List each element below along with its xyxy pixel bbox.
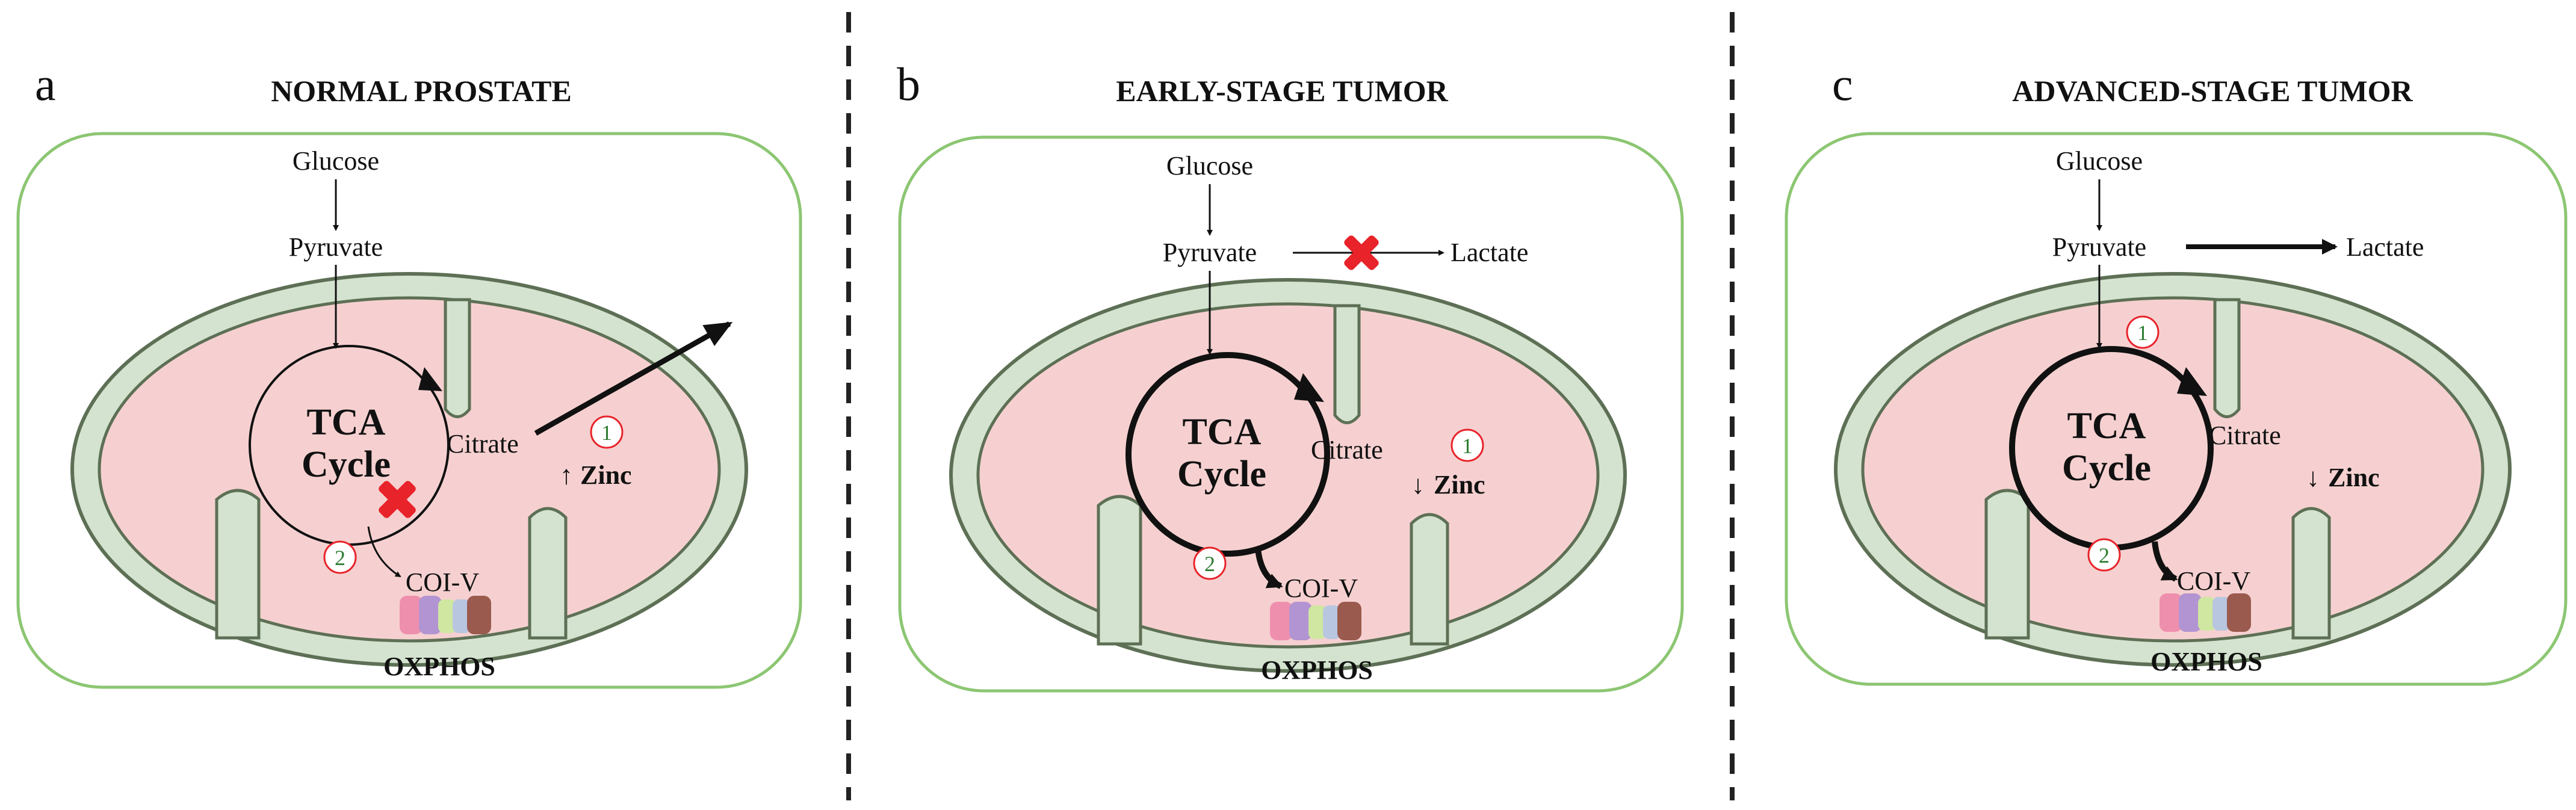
- pyruvate-label: Pyruvate: [289, 232, 383, 262]
- tca-to-coi-arrow: [367, 526, 401, 578]
- coi-label: COI-V: [1284, 573, 1358, 603]
- oxphos-complex: [1270, 602, 1361, 640]
- panel-letter: b: [897, 58, 920, 110]
- marker-2-number: 2: [2099, 543, 2110, 567]
- tca-label: TCA: [307, 402, 386, 443]
- marker-2: [2087, 538, 2121, 572]
- glucose-label: Glucose: [1166, 151, 1253, 181]
- cell-membrane: [1785, 132, 2568, 686]
- zinc-label: Zinc: [1434, 470, 1485, 499]
- oxphos-complex: [2160, 593, 2251, 632]
- tca-to-coi-arrow: [2152, 541, 2178, 582]
- mitochondrion: [1834, 272, 2512, 667]
- glucose-label: Glucose: [293, 146, 379, 176]
- panel-letter: a: [35, 58, 56, 110]
- citrate-export-arrow: [534, 321, 733, 436]
- oxphos-label: OXPHOS: [1261, 655, 1373, 685]
- tca-arrowhead-icon: [1294, 373, 1324, 402]
- tca-cycle: [1125, 352, 1330, 557]
- coi-label: COI-V: [406, 567, 479, 597]
- oxphos-label: OXPHOS: [2150, 647, 2262, 676]
- panel-b: b EARLY-STAGE TUMOR Glucose Pyruvate Lac…: [897, 58, 1684, 693]
- tca-arrowhead-icon: [418, 367, 442, 391]
- marker-1: [2126, 315, 2160, 349]
- marker-2: [323, 540, 357, 574]
- lactate-label: Lactate: [1451, 238, 1528, 267]
- mitochondrion: [949, 278, 1627, 673]
- panel-a: a NORMAL PROSTATE Glucose Pyruvate TCA C…: [16, 58, 802, 689]
- marker-1-number: 1: [601, 421, 612, 445]
- tca-label: Cycle: [2062, 448, 2151, 489]
- cell-membrane: [16, 132, 802, 689]
- oxphos-label: OXPHOS: [383, 652, 495, 681]
- marker-2: [1193, 546, 1227, 580]
- marker-1: [590, 415, 624, 449]
- mitochondrion: [70, 272, 748, 667]
- tca-label: TCA: [1183, 412, 1262, 453]
- pyruvate-label: Pyruvate: [1163, 238, 1257, 267]
- oxphos-complex: [400, 596, 491, 634]
- block-icon: [379, 481, 416, 518]
- marker-1-number: 1: [2137, 321, 2148, 345]
- zinc-arrow: ↑: [560, 460, 573, 490]
- marker-1: [1451, 428, 1484, 462]
- tca-to-coi-arrow: [1255, 548, 1283, 589]
- zinc-label: Zinc: [580, 460, 632, 490]
- panel-title: EARLY-STAGE TUMOR: [1116, 74, 1448, 108]
- marker-1-number: 1: [1462, 434, 1473, 458]
- panel-c: c ADVANCED-STAGE TUMOR Glucose Pyruvate …: [1785, 58, 2568, 686]
- zinc-arrow: ↓: [2306, 463, 2320, 492]
- tca-label: Cycle: [302, 444, 391, 485]
- block-icon: [1344, 235, 1379, 270]
- panel-title: NORMAL PROSTATE: [271, 74, 572, 108]
- panel-letter: c: [1832, 58, 1853, 110]
- citrate-label: Citrate: [447, 429, 519, 459]
- zinc-label: Zinc: [2328, 463, 2380, 492]
- tca-label: Cycle: [1177, 454, 1266, 495]
- panel-title: ADVANCED-STAGE TUMOR: [2012, 74, 2413, 108]
- lactate-label: Lactate: [2346, 232, 2424, 262]
- zinc-arrow: ↓: [1411, 470, 1425, 499]
- glucose-label: Glucose: [2056, 146, 2143, 176]
- marker-2-number: 2: [335, 546, 345, 570]
- citrate-label: Citrate: [2209, 421, 2281, 450]
- coi-label: COI-V: [2177, 566, 2250, 596]
- tca-label: TCA: [2067, 406, 2146, 447]
- cell-membrane: [898, 135, 1684, 693]
- pyruvate-label: Pyruvate: [2052, 232, 2146, 262]
- tca-arrowhead-icon: [2177, 367, 2207, 396]
- marker-2-number: 2: [1204, 552, 1215, 576]
- citrate-label: Citrate: [1311, 435, 1383, 465]
